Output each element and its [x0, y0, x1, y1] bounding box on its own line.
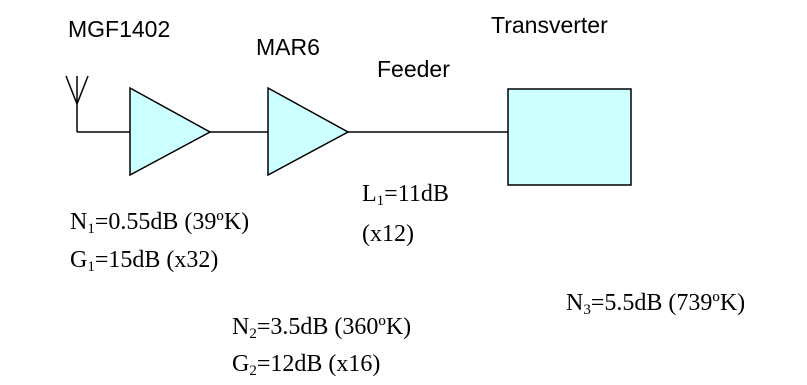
transverter-label: Transverter: [491, 12, 608, 38]
mar6-amplifier-symbol: [267, 86, 350, 177]
antenna-icon: [65, 75, 89, 132]
mar6-label: MAR6: [256, 34, 320, 60]
lna-noise-figure: N1=0.55dB (39ºK): [70, 209, 250, 237]
lna-label: MGF1402: [68, 16, 171, 42]
transverter-box: [507, 88, 632, 186]
mar6-noise-figure: N2=3.5dB (360ºK): [232, 314, 412, 342]
feeder-label: Feeder: [377, 56, 450, 82]
feeder-factor: (x12): [362, 221, 414, 247]
mar6-gain: G2=12dB (x16): [232, 351, 381, 379]
transverter-noise-figure: N3=5.5dB (739ºK): [566, 290, 746, 318]
lna-gain: G1=15dB (x32): [70, 247, 219, 275]
lna-amplifier-symbol: [129, 86, 212, 177]
feeder-loss: L1=11dB: [362, 181, 449, 209]
